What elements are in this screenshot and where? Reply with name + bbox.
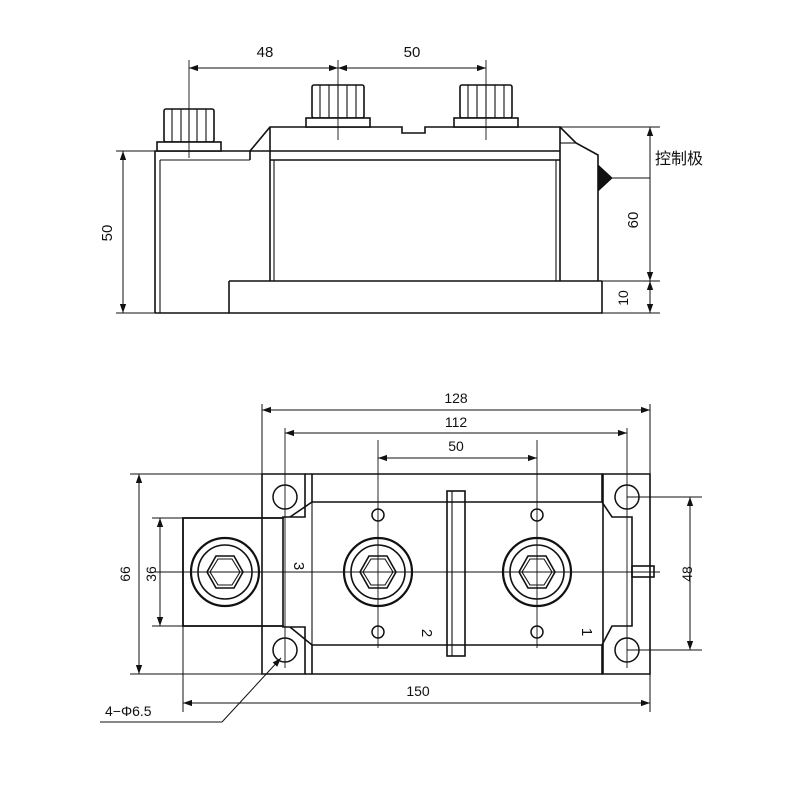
dim-label-48: 48 — [257, 44, 274, 61]
hole-callout-label: 4−Φ6.5 — [105, 703, 152, 719]
hole-callout-leader-2 — [221, 657, 282, 723]
side-housing — [249, 126, 561, 160]
side-view: 48 50 50 60 10 控制极 — [99, 44, 703, 314]
terminal-label-1: 1 — [578, 628, 595, 636]
dim-label-112: 112 — [445, 414, 468, 430]
top-housing — [289, 474, 633, 674]
side-gate-shoulder — [559, 126, 599, 281]
side-base-plate — [228, 281, 603, 314]
gate-label: 控制极 — [655, 149, 703, 168]
terminal-label-3: 3 — [290, 562, 307, 570]
side-left-block — [154, 150, 270, 313]
dim-label-36: 36 — [143, 566, 159, 582]
dim-label-150: 150 — [406, 683, 430, 699]
top-gate-pin — [631, 565, 655, 578]
dim-label-10: 10 — [615, 290, 631, 306]
top-view: 128 112 50 150 66 36 48 4−Φ6.5 3 2 — [100, 390, 702, 723]
dim-label-60: 60 — [625, 212, 642, 229]
top-center-separator — [446, 490, 466, 657]
terminal-label-2: 2 — [418, 629, 435, 637]
side-gate-pin — [597, 163, 613, 193]
dim-label-50-left: 50 — [99, 225, 116, 242]
dim-label-128: 128 — [444, 390, 468, 406]
dim-label-66: 66 — [117, 566, 133, 582]
dim-label-48-right: 48 — [679, 566, 695, 582]
dim-label-50-top: 50 — [404, 44, 421, 61]
dim-label-50-top-view: 50 — [448, 438, 464, 454]
